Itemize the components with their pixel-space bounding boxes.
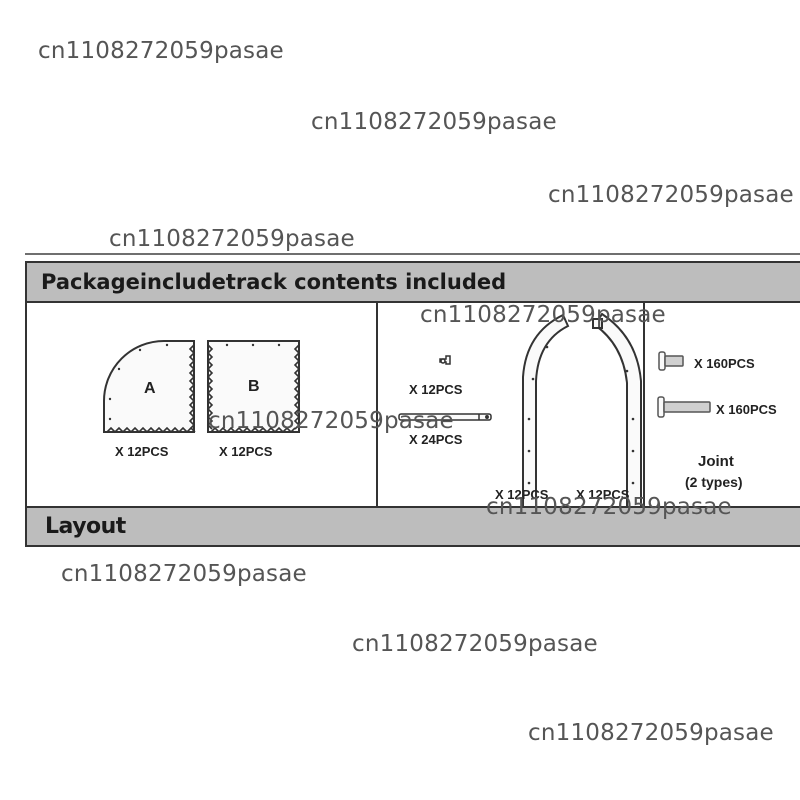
small-connector-icon: [439, 355, 451, 365]
mat-a-letter: A: [144, 380, 156, 397]
layout-title: Layout: [45, 514, 126, 539]
watermark-text: cn1108272059pasae: [38, 38, 284, 64]
top-rule: [25, 253, 800, 255]
watermark-text: cn1108272059pasae: [420, 302, 666, 328]
rod-icon: [398, 413, 492, 421]
watermark-text: cn1108272059pasae: [352, 631, 598, 657]
watermark-text: cn1108272059pasae: [311, 109, 557, 135]
panel-divider-right: [643, 301, 645, 508]
watermark-text: cn1108272059pasae: [486, 494, 732, 520]
joint-types-caption: (2 types): [685, 474, 743, 490]
mat-b-letter: B: [248, 378, 260, 395]
arch-right-quantity: X 12PCS: [576, 487, 630, 502]
package-contents-sheet: Packageincludetrack contents included: [25, 253, 800, 547]
arch-left-quantity: X 12PCS: [495, 487, 549, 502]
short-joint-quantity: X 160PCS: [694, 356, 755, 371]
rod-quantity: X 24PCS: [409, 432, 463, 447]
watermark-text: cn1108272059pasae: [528, 720, 774, 746]
watermark-text: cn1108272059pasae: [548, 182, 794, 208]
contents-illustration: [103, 312, 711, 508]
package-header-band: Packageincludetrack contents included: [25, 261, 800, 303]
long-joint-quantity: X 160PCS: [716, 402, 777, 417]
panel-divider-left: [376, 301, 378, 508]
small-connector-quantity: X 12PCS: [409, 382, 463, 397]
mat-a-quantity: X 12PCS: [115, 444, 169, 459]
package-contents-box: A B X 12PCS X 12PCS X 12PCS X 24PCS X 12…: [25, 301, 800, 508]
mat-b-quantity: X 12PCS: [219, 444, 273, 459]
watermark-text: cn1108272059pasae: [208, 408, 454, 434]
watermark-text: cn1108272059pasae: [109, 226, 355, 252]
watermark-text: cn1108272059pasae: [61, 561, 307, 587]
mat-piece-b-icon: [206, 340, 301, 434]
layout-band: Layout: [25, 506, 800, 547]
long-joint-icon: [657, 396, 711, 418]
package-header-title: Packageincludetrack contents included: [41, 270, 507, 294]
arch-track-left-icon: [522, 313, 570, 508]
short-joint-icon: [658, 351, 684, 371]
joint-caption: Joint: [698, 453, 734, 470]
mat-piece-a-icon: [103, 340, 196, 434]
arch-track-right-icon: [592, 312, 642, 508]
